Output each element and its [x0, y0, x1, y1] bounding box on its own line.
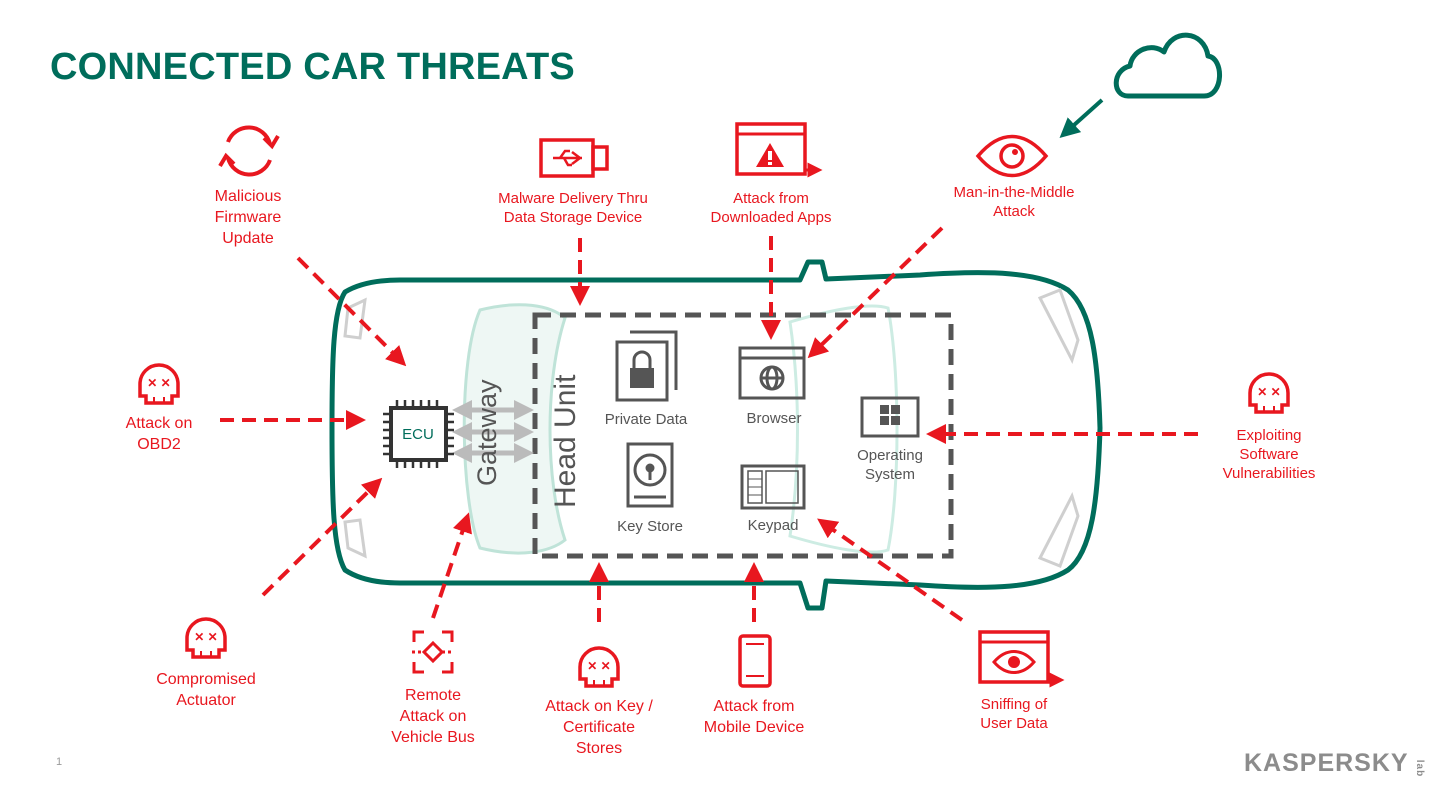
cloud-icon — [1113, 32, 1222, 99]
arrow-sniffing — [817, 518, 964, 622]
usb-drive-icon — [539, 138, 609, 178]
gateway-arrows — [452, 400, 534, 463]
ecu-label: ECU — [402, 426, 434, 443]
obd2-label: Attack on OBD2 — [125, 415, 193, 453]
windows-os-icon — [860, 396, 920, 438]
arrow-firmware — [296, 256, 407, 367]
actuator-label: Compromised Actuator — [156, 671, 256, 709]
skull-icon-obd2: ✕ ✕ — [138, 363, 180, 405]
arrow-vehicle-bus — [431, 512, 472, 619]
gateway-label: Gateway — [472, 379, 502, 486]
skull-icon-key-stores: ✕ ✕ — [578, 646, 620, 688]
keypad-icon — [740, 464, 806, 510]
browser-label: Browser — [746, 410, 802, 427]
page-number: 1 — [56, 756, 63, 768]
skull-icon-software: ✕ ✕ — [1248, 372, 1290, 414]
key-store-label: Key Store — [617, 518, 683, 535]
private-data-label: Private Data — [604, 411, 688, 428]
arrow-cloud — [1059, 98, 1104, 139]
warning-window-icon — [735, 122, 823, 178]
smartphone-icon — [738, 634, 772, 688]
vehicle-bus-label: Remote Attack on Vehicle Bus — [391, 687, 475, 746]
refresh-icon — [218, 125, 280, 177]
threat-arrows — [220, 226, 1198, 622]
svg-text:✕ ✕: ✕ ✕ — [194, 630, 217, 644]
arrow-mitm — [807, 226, 944, 359]
private-data-icon — [615, 330, 678, 402]
head-unit-label: Head Unit — [549, 374, 582, 508]
malicious-firmware-label: Malicious Firmware Update — [214, 188, 282, 247]
target-icon — [412, 630, 454, 674]
eye-icon — [975, 134, 1049, 178]
key-store-icon — [626, 442, 674, 508]
page-title: CONNECTED CAR THREATS — [50, 46, 575, 88]
arrow-actuator — [261, 477, 383, 597]
skull-icon-actuator: ✕ ✕ — [185, 617, 227, 659]
ecu-chip-icon — [383, 400, 454, 468]
browser-icon — [738, 346, 806, 400]
mobile-device-label: Attack from Mobile Device — [703, 698, 805, 736]
operating-system-label: Operating System — [857, 447, 923, 483]
mitm-label: Man-in-the-Middle Attack — [953, 184, 1075, 220]
downloaded-apps-label: Attack from Downloaded Apps — [710, 190, 832, 226]
keypad-label: Keypad — [747, 517, 799, 534]
eye-window-icon — [978, 630, 1065, 688]
key-stores-label: Attack on Key / Certificate Stores — [545, 698, 653, 757]
software-vuln-label: Exploiting Software Vulnerabilities — [1222, 427, 1316, 482]
malware-usb-label: Malware Delivery Thru Data Storage Devic… — [498, 190, 648, 226]
sniffing-label: Sniffing of User Data — [980, 696, 1048, 732]
svg-text:✕ ✕: ✕ ✕ — [1257, 385, 1280, 399]
svg-text:✕ ✕: ✕ ✕ — [147, 376, 170, 390]
svg-text:✕ ✕: ✕ ✕ — [587, 659, 610, 673]
